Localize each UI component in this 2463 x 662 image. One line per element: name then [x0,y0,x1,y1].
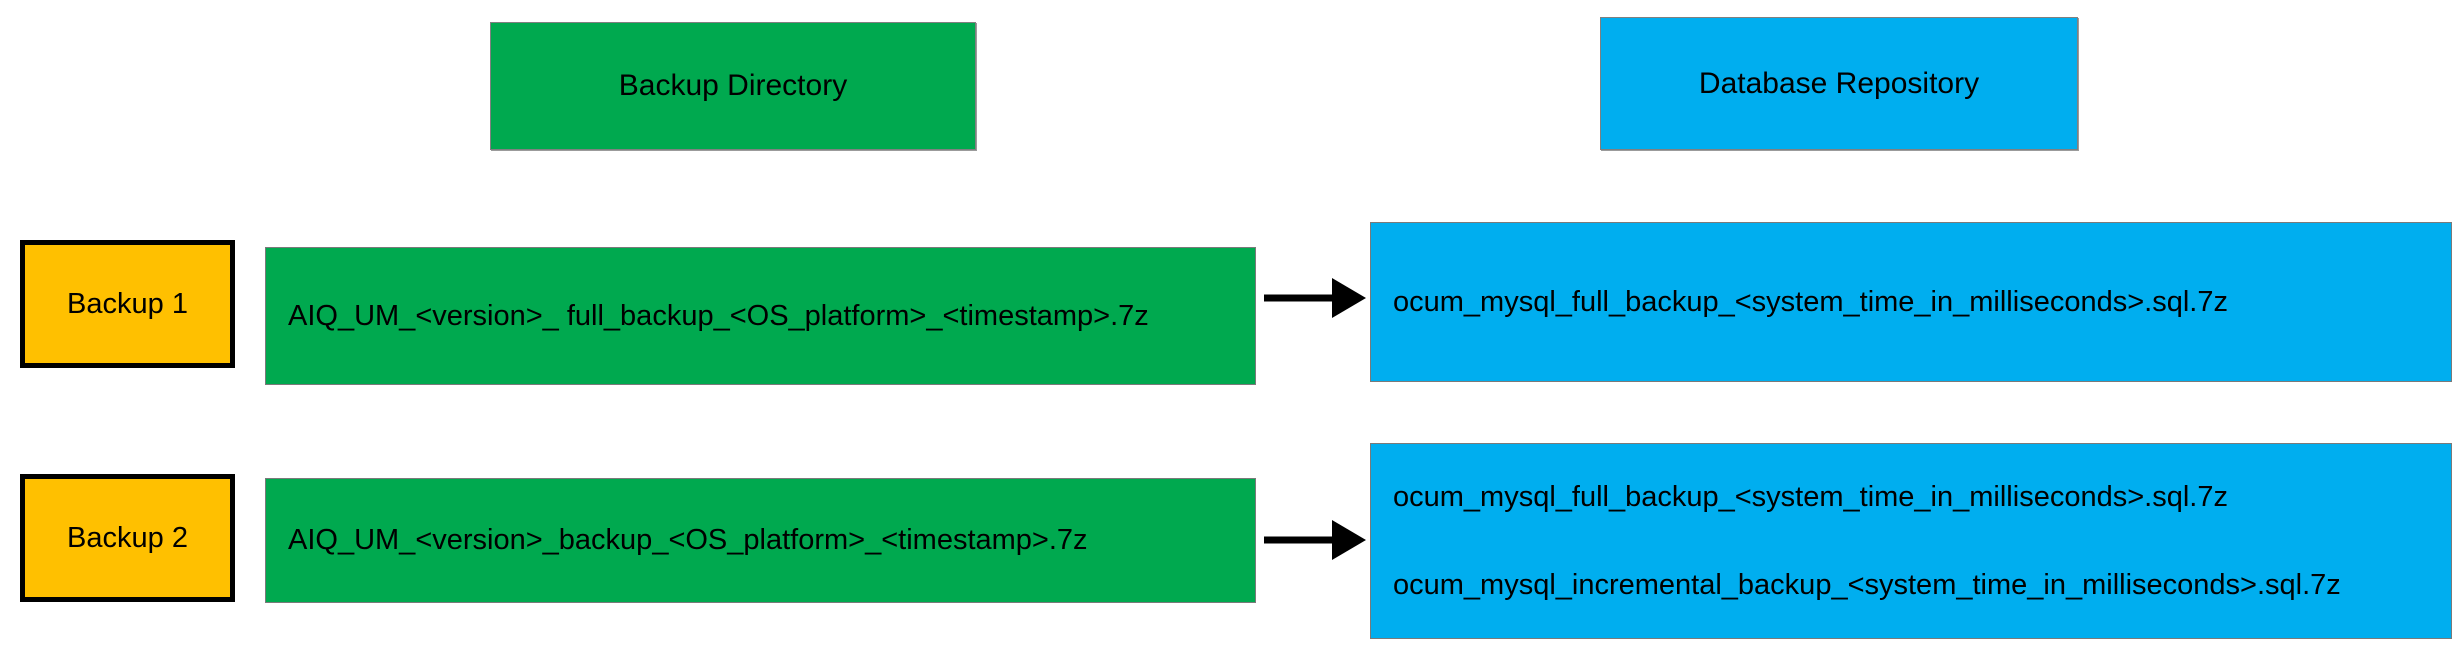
source-file-name-1: AIQ_UM_<version>_ full_backup_<OS_platfo… [288,299,1149,332]
target-file-box-2: ocum_mysql_full_backup_<system_time_in_m… [1370,443,2452,639]
arrow-row-1-shaft [1264,294,1336,302]
arrow-row-2-shaft [1264,536,1336,544]
source-file-box-2: AIQ_UM_<version>_backup_<OS_platform>_<t… [265,478,1256,603]
column-header-backup-directory: Backup Directory [490,22,976,150]
column-header-database-repository: Database Repository [1600,17,2078,150]
source-file-name-2: AIQ_UM_<version>_backup_<OS_platform>_<t… [288,524,1088,557]
target-file-box-2-lines: ocum_mysql_full_backup_<system_time_in_m… [1393,476,2437,606]
target-file-box-1-lines: ocum_mysql_full_backup_<system_time_in_m… [1393,281,2437,323]
arrow-row-2-head [1332,520,1366,560]
target-file-name-2-2: ocum_mysql_incremental_backup_<system_ti… [1393,569,2341,601]
backup-chip-1-label: Backup 1 [67,287,188,320]
source-file-box-2-lines: AIQ_UM_<version>_backup_<OS_platform>_<t… [288,519,1241,561]
column-header-backup-directory-label: Backup Directory [618,69,848,103]
target-file-name-1-1: ocum_mysql_full_backup_<system_time_in_m… [1393,285,2228,318]
backup-chip-1[interactable]: Backup 1 [20,240,235,368]
arrow-row-1-head [1332,278,1366,318]
backup-chip-2-label: Backup 2 [67,521,188,554]
column-header-database-repository-label: Database Repository [1698,66,1980,100]
source-file-box-1: AIQ_UM_<version>_ full_backup_<OS_platfo… [265,247,1256,385]
target-file-name-2-1: ocum_mysql_full_backup_<system_time_in_m… [1393,480,2228,513]
source-file-box-1-lines: AIQ_UM_<version>_ full_backup_<OS_platfo… [288,295,1241,337]
target-file-box-1: ocum_mysql_full_backup_<system_time_in_m… [1370,222,2452,382]
backup-chip-2[interactable]: Backup 2 [20,474,235,602]
